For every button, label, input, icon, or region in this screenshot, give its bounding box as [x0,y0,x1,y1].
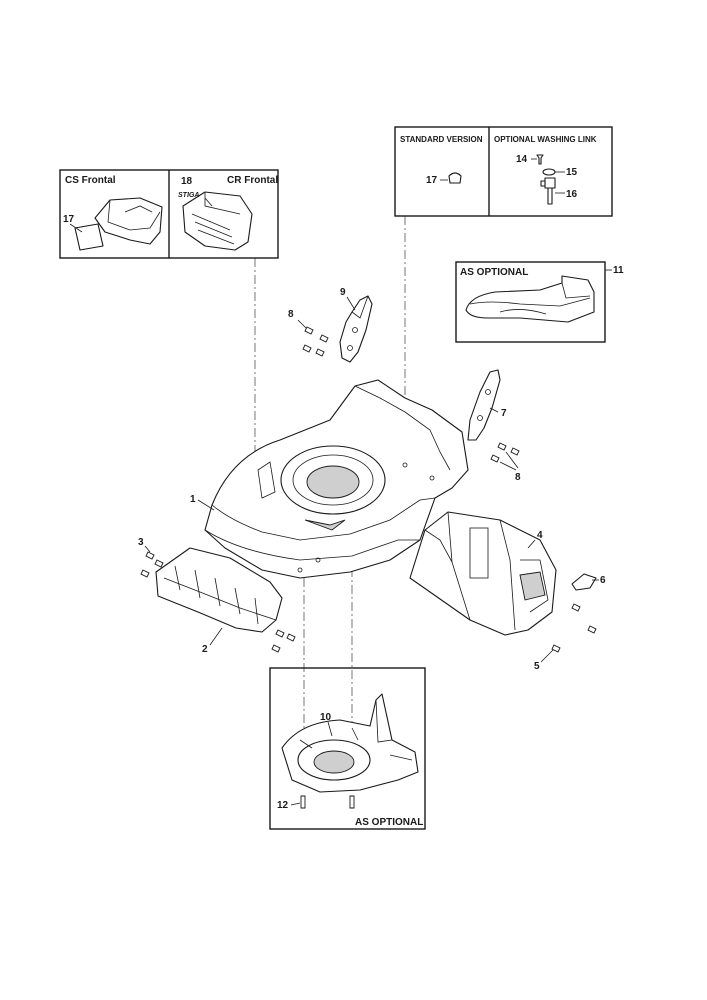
rear-chute-part-4 [409,511,557,636]
screws-12 [300,795,355,809]
callout-15: 15 [566,167,578,178]
screws-8-top [302,326,329,357]
callout-14: 14 [516,154,528,165]
cr-frontal-part [182,191,253,251]
clip-part-6 [571,573,597,591]
cs-frontal-part [74,197,163,251]
washing-link-box: STANDARD VERSION OPTIONAL WASHING LINK 1… [394,126,613,217]
callout-3: 3 [138,537,144,548]
callout-7: 7 [501,408,507,419]
cr-frontal-title: CR Frontal [227,175,278,186]
callout-10: 10 [320,712,332,723]
callout-4: 4 [537,530,543,541]
callout-8-right: 8 [515,472,521,483]
callout-2: 2 [202,644,208,655]
mulching-plug-part [465,275,595,323]
screws-8-right [490,442,520,463]
callout-17-standard: 17 [426,175,438,186]
mower-deck-part-1 [204,379,469,579]
callout-8-top: 8 [288,309,294,320]
cs-frontal-title: CS Frontal [65,175,116,186]
as-optional-title-top: AS OPTIONAL [460,267,528,278]
frontal-box: CS Frontal CR Frontal 17 18 STIGA [59,169,279,259]
callout-6: 6 [600,575,606,586]
bracket-part-7 [467,369,501,441]
as-optional-box-bottom: AS OPTIONAL 10 12 [269,667,426,830]
callout-17-cs: 17 [63,214,75,225]
callout-11: 11 [613,265,624,276]
plug-cap [448,172,462,184]
front-guard-part-2 [155,547,283,633]
standard-version-title: STANDARD VERSION [400,135,483,144]
as-optional-box-top: AS OPTIONAL 11 [455,261,624,343]
callout-5: 5 [534,661,540,672]
screws-chute [551,603,597,653]
callout-18: 18 [181,176,193,187]
stiga-logo: STIGA [178,192,199,199]
mulching-kit-part-10 [281,693,419,793]
callout-12: 12 [277,800,289,811]
callout-1: 1 [190,494,196,505]
washing-cap [542,168,556,176]
optional-washing-link-title: OPTIONAL WASHING LINK [494,135,597,144]
callout-16: 16 [566,189,578,200]
screws-3 [140,551,164,578]
washing-screw [536,154,544,165]
screws-front-guard [271,629,296,653]
washing-connector [540,177,556,205]
callout-9: 9 [340,287,346,298]
as-optional-title-bottom: AS OPTIONAL [355,817,423,828]
bracket-part-9 [339,295,373,363]
